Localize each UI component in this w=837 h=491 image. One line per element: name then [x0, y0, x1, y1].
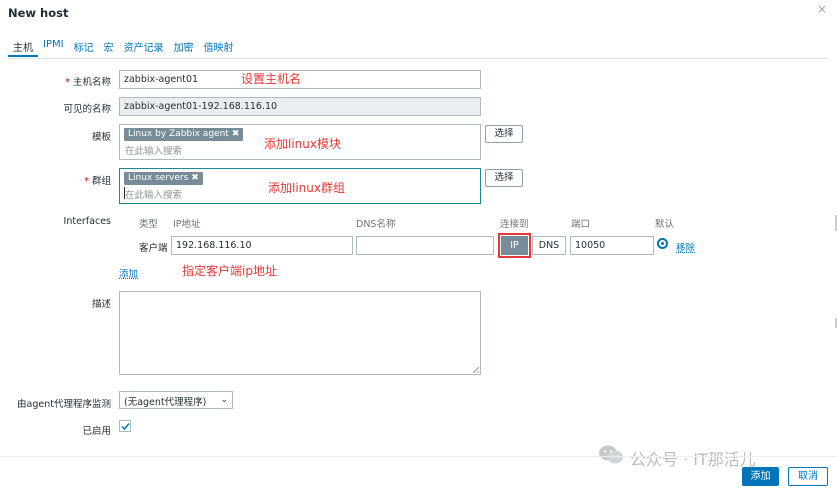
interfaces-header-connect: 连接到 [500, 219, 529, 230]
groups-label-text: 群组 [91, 176, 111, 187]
annotation-template: 添加linux模块 [264, 137, 341, 151]
annotation-ip: 指定客户端ip地址 [182, 264, 277, 278]
check-icon [121, 423, 130, 431]
text-caret [124, 187, 125, 199]
template-chip-label: Linux by Zabbix agent [128, 129, 229, 139]
hostname-input[interactable] [119, 70, 481, 89]
tab-macros[interactable]: 宏 [103, 43, 114, 54]
wechat-icon [598, 444, 623, 464]
description-textarea[interactable] [119, 291, 481, 375]
tab-bar: 主机 IPMI 标记 宏 资产记录 加密 值映射 [8, 37, 239, 59]
templates-label: 模板 [91, 132, 111, 143]
close-icon[interactable]: × [816, 2, 827, 16]
interface-ip-input[interactable] [171, 236, 353, 255]
tab-ipmi[interactable]: IPMI [43, 39, 64, 50]
chip-remove-icon[interactable]: ✖ [231, 129, 240, 139]
add-button[interactable]: 添加 [742, 467, 779, 486]
proxy-label: 由agent代理程序监测 [17, 399, 111, 410]
groups-label: * 群组 [7, 173, 111, 187]
chip-remove-icon[interactable]: ✖ [191, 173, 199, 183]
annotation-hostname: 设置主机名 [241, 72, 302, 86]
interface-add-link[interactable]: 添加 [119, 269, 139, 280]
group-chip-label: Linux servers [128, 173, 189, 183]
annotation-group: 添加linux群组 [268, 181, 345, 195]
tab-encryption[interactable]: 加密 [173, 43, 194, 54]
description-label: 描述 [91, 299, 111, 310]
templates-multiselect[interactable]: Linux by Zabbix agent✖ 在此输入搜索 [119, 124, 481, 160]
interfaces-label: Interfaces [63, 216, 111, 227]
footer-divider [0, 456, 837, 457]
template-chip: Linux by Zabbix agent✖ [124, 128, 244, 141]
groups-multiselect[interactable]: Linux servers✖ 在此输入搜索 [119, 168, 481, 204]
templates-select-button[interactable]: 选择 [485, 125, 523, 143]
interfaces-header-dns: DNS名称 [356, 219, 396, 230]
tab-value-mapping[interactable]: 值映射 [203, 43, 234, 54]
groups-select-button[interactable]: 选择 [485, 169, 523, 187]
required-mark: * [84, 176, 89, 187]
interfaces-header-default: 默认 [655, 219, 675, 230]
proxy-select[interactable]: (无agent代理程序) ⌄ [119, 391, 233, 409]
hostname-label: * 主机名称 [7, 74, 111, 88]
templates-search-placeholder[interactable]: 在此输入搜索 [125, 146, 183, 157]
groups-search-placeholder[interactable]: 在此输入搜索 [125, 190, 183, 201]
connect-dns-toggle[interactable]: DNS [532, 236, 566, 255]
visible-name-label: 可见的名称 [63, 104, 111, 115]
tab-host[interactable]: 主机 [8, 37, 38, 57]
interfaces-header-port: 端口 [571, 219, 591, 230]
tabs-divider [8, 58, 829, 59]
watermark-text: 公众号 · IT那活儿 [630, 450, 756, 469]
scrollbar[interactable] [835, 318, 837, 328]
visible-name-input[interactable] [119, 97, 481, 116]
hostname-label-text: 主机名称 [72, 77, 111, 88]
interface-port-input[interactable] [570, 236, 654, 255]
resize-handle-icon[interactable] [473, 367, 479, 373]
interfaces-header-type: 类型 [139, 219, 159, 230]
default-interface-radio[interactable] [657, 238, 668, 249]
group-chip: Linux servers✖ [124, 172, 203, 185]
tab-inventory[interactable]: 资产记录 [123, 43, 164, 54]
chevron-down-icon: ⌄ [220, 395, 228, 405]
scrollbar[interactable] [835, 215, 837, 231]
enabled-label: 已启用 [82, 426, 111, 437]
tab-tags[interactable]: 标记 [73, 43, 94, 54]
enabled-checkbox[interactable] [119, 420, 131, 432]
proxy-selected-value: (无agent代理程序) [124, 397, 207, 408]
required-mark: * [65, 77, 70, 88]
dialog-title: New host [8, 6, 69, 20]
interface-remove-link[interactable]: 移除 [676, 243, 696, 254]
interface-dns-input[interactable] [356, 236, 494, 255]
cancel-button[interactable]: 取消 [788, 467, 828, 486]
highlight-box [498, 233, 531, 258]
interfaces-header-ip: IP地址 [173, 219, 201, 230]
interface-type: 客户端 [139, 243, 168, 254]
connect-ip-toggle[interactable]: IP [501, 236, 528, 255]
